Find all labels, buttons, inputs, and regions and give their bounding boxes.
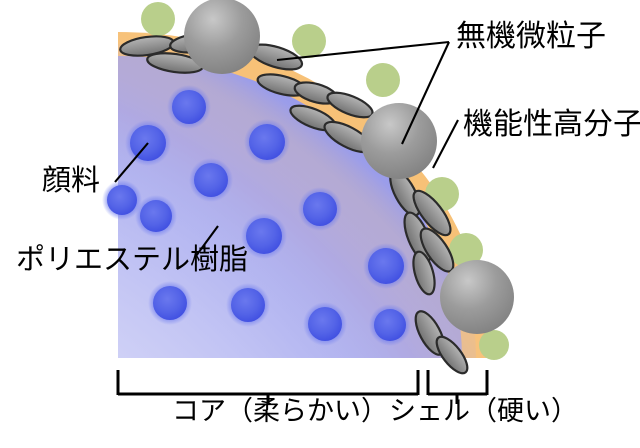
label-core: コア（柔らかい）: [172, 396, 388, 427]
pigment-dot: [244, 119, 290, 165]
pigment-dot: [135, 195, 177, 237]
green-particle: [292, 24, 326, 58]
pigment-dot: [102, 180, 142, 220]
leader-line-polymer: [432, 119, 459, 169]
pigment-dot: [226, 283, 270, 327]
green-particle: [479, 330, 509, 360]
leader-line-resin: [195, 225, 219, 257]
pigment-dot-group: [102, 85, 411, 346]
green-particle: [449, 233, 483, 267]
leader-line-pigment: [114, 142, 149, 183]
pigment-dot: [167, 85, 211, 129]
leader-line-inorganic-top: [276, 40, 450, 62]
toner-particle-body: [118, 32, 488, 358]
pigment-dot: [363, 243, 409, 289]
pigment-dot: [369, 304, 411, 346]
pigment-dot: [148, 281, 192, 325]
core-shell-blend: [118, 44, 476, 358]
functional-polymer-group: [119, 32, 469, 375]
inorganic-particle: [440, 260, 514, 334]
polymer-ellipse: [435, 335, 469, 375]
leader-line-group: [114, 40, 459, 257]
inorganic-particle: [184, 0, 260, 74]
pigment-dot: [303, 302, 347, 346]
label-polyester-resin: ポリエステル樹脂: [16, 242, 249, 276]
inorganic-particle: [361, 103, 437, 179]
label-pigment: 顔料: [42, 163, 101, 197]
pigment-dot: [241, 213, 287, 259]
pigment-dot: [189, 158, 233, 202]
green-particle: [141, 2, 175, 36]
inorganic-particle-group: [184, 0, 514, 334]
label-shell: シェル（硬い）: [389, 396, 578, 427]
polymer-ellipse: [412, 250, 436, 296]
green-particle: [366, 63, 400, 97]
label-functional-polymer: 機能性高分子: [463, 107, 640, 142]
label-inorganic-particle: 無機微粒子: [456, 19, 606, 54]
leader-line-inorganic-mid: [401, 41, 450, 145]
pigment-dot: [298, 187, 342, 231]
bracket-group: [116, 370, 489, 404]
polymer-ellipse: [412, 189, 452, 237]
polymer-ellipse: [326, 91, 374, 119]
